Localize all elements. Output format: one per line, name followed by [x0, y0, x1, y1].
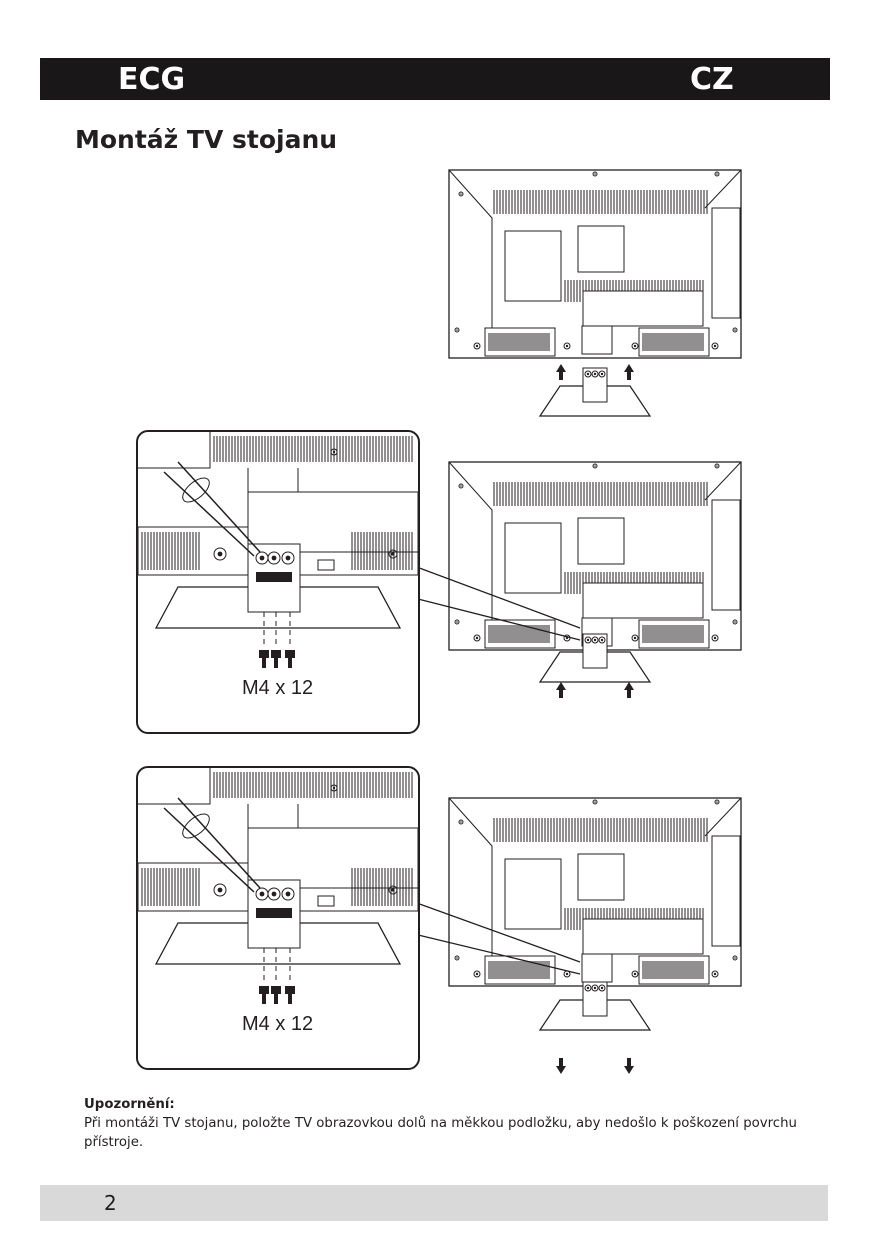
screw-size-label: M4 x 12	[242, 1013, 314, 1035]
tv-drawing	[448, 797, 742, 1074]
warning-title: Upozornění:	[84, 1097, 175, 1112]
language-code: CZ	[690, 62, 734, 97]
warning-text: Při montáži TV stojanu, položte TV obraz…	[84, 1116, 797, 1150]
brand-logo: ECG	[118, 62, 186, 97]
tv-drawing	[448, 169, 742, 417]
screw-size-label: M4 x 12	[242, 677, 314, 699]
arrow-up-icon	[556, 364, 566, 380]
page-number: 2	[104, 1191, 117, 1215]
tv-back-illustration-step3	[447, 796, 743, 1085]
arrow-up-icon	[624, 682, 634, 698]
page-title: Montáž TV stojanu	[75, 125, 338, 154]
footer-bar: 2	[40, 1185, 828, 1221]
detail-drawing	[138, 432, 418, 668]
tv-drawing	[448, 461, 742, 698]
detail-inset-step3: M4 x 12	[136, 766, 420, 1070]
tv-back-illustration-step1	[447, 168, 743, 457]
arrow-down-icon	[556, 1058, 566, 1074]
header-bar: ECG CZ	[40, 58, 830, 100]
arrow-up-icon	[556, 682, 566, 698]
tv-back-illustration-step2	[447, 460, 743, 714]
warning-note: Upozornění: Při montáži TV stojanu, polo…	[84, 1095, 804, 1152]
detail-drawing	[138, 768, 418, 1004]
arrow-up-icon	[624, 364, 634, 380]
detail-inset-step2: M4 x 12	[136, 430, 420, 734]
arrow-down-icon	[624, 1058, 634, 1074]
